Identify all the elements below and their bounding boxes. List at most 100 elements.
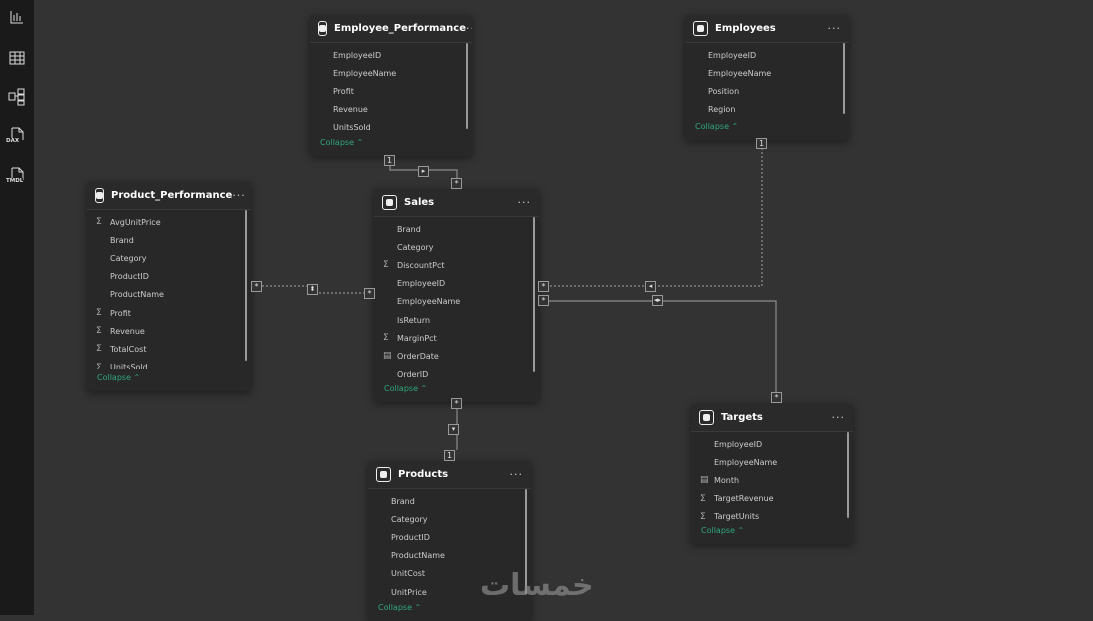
field-item[interactable]: ProductID	[87, 268, 251, 286]
field-item[interactable]: EmployeeID	[310, 46, 472, 64]
table-icon	[318, 21, 327, 36]
field-item[interactable]: UnitCost	[368, 565, 531, 583]
collapse-button[interactable]: Collapse ⌃	[384, 384, 427, 393]
model-view-icon	[8, 88, 26, 110]
filter-direction-icon[interactable]: ◂	[645, 281, 656, 292]
cardinality-one-icon[interactable]: 1	[384, 155, 395, 166]
bidirectional-filter-icon[interactable]: ◂▸	[652, 295, 663, 306]
field-item[interactable]: Profit	[310, 82, 472, 100]
bidirectional-filter-icon[interactable]: ⬍	[307, 284, 318, 295]
table-name: Employees	[715, 23, 776, 34]
table-header[interactable]: Sales···	[374, 189, 539, 217]
field-name: EmployeeName	[708, 68, 772, 78]
scrollbar[interactable]	[245, 210, 247, 362]
table-header[interactable]: Product_Performance···	[87, 182, 251, 210]
more-options-icon[interactable]: ···	[517, 196, 531, 209]
field-item[interactable]: Category	[368, 510, 531, 528]
field-item[interactable]: UnitsSold	[310, 119, 472, 134]
more-options-icon[interactable]: ···	[831, 411, 845, 424]
field-item[interactable]: Brand	[368, 492, 531, 510]
field-item[interactable]: EmployeeName	[310, 64, 472, 82]
field-item[interactable]: ProductName	[368, 547, 531, 565]
field-item[interactable]: Brand	[87, 231, 251, 249]
field-item[interactable]: EmployeeID	[374, 275, 539, 293]
filter-direction-icon[interactable]: ▸	[418, 166, 429, 177]
dax-query-button[interactable]: DAX	[5, 127, 29, 151]
report-view-button[interactable]	[5, 7, 29, 31]
cardinality-many-icon[interactable]: *	[251, 281, 262, 292]
field-item[interactable]: UnitPrice	[368, 583, 531, 599]
collapse-button[interactable]: Collapse ⌃	[97, 373, 140, 382]
collapse-button[interactable]: Collapse ⌃	[695, 122, 738, 131]
table-icon	[95, 188, 104, 203]
field-item[interactable]: EmployeeName	[374, 293, 539, 311]
field-item[interactable]: Category	[374, 238, 539, 256]
collapse-button[interactable]: Collapse ⌃	[701, 526, 744, 535]
scrollbar[interactable]	[525, 489, 527, 594]
field-item[interactable]: EmployeeName	[691, 453, 853, 471]
model-view-button[interactable]	[5, 87, 29, 111]
field-item[interactable]: ▤OrderDate	[374, 347, 539, 365]
table-header[interactable]: Products···	[368, 461, 531, 489]
more-options-icon[interactable]: ···	[465, 22, 472, 35]
cardinality-many-icon[interactable]: *	[451, 398, 462, 409]
field-item[interactable]: EmployeeID	[685, 46, 849, 64]
more-options-icon[interactable]: ···	[509, 468, 523, 481]
cardinality-many-icon[interactable]: *	[451, 178, 462, 189]
field-item[interactable]: IsReturn	[374, 311, 539, 329]
cardinality-one-icon[interactable]: 1	[756, 138, 767, 149]
field-name: UnitsSold	[110, 363, 148, 369]
table-icon	[382, 195, 397, 210]
field-item[interactable]: Region	[685, 101, 849, 118]
scrollbar[interactable]	[533, 217, 535, 372]
filter-direction-icon[interactable]: ▾	[448, 424, 459, 435]
field-item[interactable]: EmployeeID	[691, 435, 853, 453]
field-item[interactable]: Brand	[374, 220, 539, 238]
field-name: EmployeeName	[714, 457, 778, 467]
cardinality-many-icon[interactable]: *	[538, 281, 549, 292]
table-header[interactable]: Employee_Performance···	[310, 15, 472, 43]
field-item[interactable]: ProductName	[87, 286, 251, 304]
table-header[interactable]: Targets···	[691, 404, 853, 432]
field-item[interactable]: ProductID	[368, 528, 531, 546]
scrollbar[interactable]	[843, 43, 845, 115]
field-item[interactable]: OrderID	[374, 366, 539, 381]
table-card-employee-performance[interactable]: Employee_Performance··· EmployeeIDEmploye…	[310, 15, 472, 156]
table-header[interactable]: Employees ···	[685, 15, 849, 43]
table-view-button[interactable]	[5, 47, 29, 71]
cardinality-many-icon[interactable]: *	[364, 288, 375, 299]
scrollbar[interactable]	[847, 432, 849, 518]
field-item[interactable]: EmployeeName	[685, 64, 849, 82]
cardinality-many-icon[interactable]: *	[771, 392, 782, 403]
more-options-icon[interactable]: ···	[232, 189, 246, 202]
more-options-icon[interactable]: ···	[827, 22, 841, 35]
field-item[interactable]: Revenue	[310, 101, 472, 119]
scrollbar[interactable]	[466, 43, 468, 130]
field-item[interactable]: Category	[87, 249, 251, 267]
collapse-button[interactable]: Collapse ⌃	[378, 603, 421, 612]
collapse-button[interactable]: Collapse ⌃	[320, 138, 363, 147]
field-name: TotalCost	[110, 344, 147, 354]
cardinality-one-icon[interactable]: 1	[444, 450, 455, 461]
tmdl-view-button[interactable]: TMDL	[5, 167, 29, 191]
field-item[interactable]: ▤Month	[691, 471, 853, 489]
field-item[interactable]: Position	[685, 82, 849, 100]
cardinality-many-icon[interactable]: *	[538, 295, 549, 306]
chevron-up-icon: ⌃	[420, 384, 428, 393]
